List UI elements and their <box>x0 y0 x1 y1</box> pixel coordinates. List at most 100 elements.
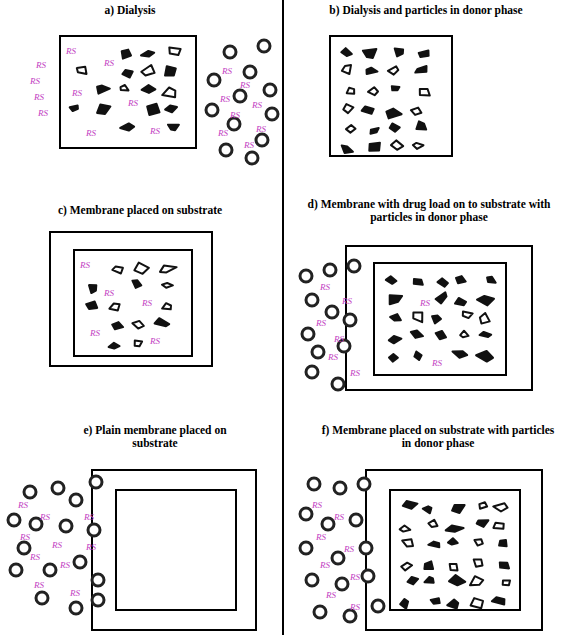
membrane-square <box>116 490 236 610</box>
drug-crystal <box>386 109 401 119</box>
drug-crystal <box>436 292 447 303</box>
drug-crystal <box>487 277 496 283</box>
rs-label: RS <box>350 602 360 612</box>
drug-crystal <box>342 65 351 74</box>
drug-crystal <box>109 343 120 349</box>
rs-label: RS <box>256 124 266 134</box>
rs-label: RS <box>240 80 250 90</box>
drug-crystal <box>390 295 402 304</box>
particle-circle <box>208 74 220 86</box>
drug-crystal <box>479 502 487 509</box>
drug-crystal <box>450 564 458 570</box>
drug-crystal <box>500 562 509 568</box>
rs-label: RS <box>334 512 344 522</box>
particle-circle <box>332 552 344 564</box>
rs-label: RS <box>20 532 30 542</box>
particle-circle <box>350 514 362 526</box>
particle-circle <box>264 84 276 96</box>
drug-crystal <box>368 87 378 95</box>
drug-crystal <box>452 505 465 513</box>
drug-crystal <box>499 540 507 546</box>
drug-crystal <box>414 279 423 285</box>
particle-circle <box>44 564 56 576</box>
rs-label: RS <box>252 100 262 110</box>
drug-crystal <box>480 313 490 324</box>
drug-crystal <box>70 105 78 111</box>
particle-circle <box>74 556 86 568</box>
drug-crystal <box>428 520 437 527</box>
drug-crystal <box>132 321 143 329</box>
particle-circle <box>322 518 334 530</box>
particle-circle <box>362 570 374 582</box>
substrate-square <box>366 470 542 630</box>
drug-crystal <box>388 66 398 74</box>
rs-label: RS <box>38 108 48 118</box>
drug-crystal <box>493 503 507 511</box>
particle-circle <box>92 594 104 606</box>
drug-crystal <box>432 316 441 324</box>
rs-label: RS <box>316 318 326 328</box>
drug-crystal <box>453 351 468 358</box>
rs-label: RS <box>420 298 430 308</box>
drug-crystal <box>408 577 419 584</box>
drug-crystal <box>392 86 400 90</box>
drug-crystal <box>423 506 432 513</box>
drug-crystal <box>369 143 380 151</box>
drug-crystal <box>474 539 482 545</box>
particle-circle <box>336 578 348 590</box>
rs-label: RS <box>18 500 28 510</box>
rs-label: RS <box>34 92 44 102</box>
drug-crystal <box>160 266 177 273</box>
drug-crystal <box>446 526 464 532</box>
particle-circle <box>90 476 102 488</box>
drug-crystal <box>97 105 110 115</box>
drug-crystal <box>419 50 429 57</box>
particle-circle <box>348 260 360 272</box>
panel-title: c) Membrane placed on substrate <box>8 204 272 217</box>
drug-crystal <box>112 266 123 273</box>
particle-circle <box>324 264 336 276</box>
rs-label: RS <box>70 588 80 598</box>
rs-label: RS <box>84 512 94 522</box>
drug-crystal <box>134 263 149 274</box>
drug-crystal <box>460 331 468 338</box>
drug-crystal <box>401 563 412 571</box>
drug-crystal <box>477 296 494 306</box>
particle-circle <box>334 482 346 494</box>
rs-label: RS <box>320 282 330 292</box>
drug-crystal <box>367 68 378 74</box>
particle-circle <box>308 478 320 490</box>
panel-title: a) Dialysis <box>20 4 240 17</box>
rs-label: RS <box>218 128 228 138</box>
drug-crystal <box>342 146 353 154</box>
drug-crystal <box>389 354 398 362</box>
rs-label: RS <box>150 336 160 346</box>
rs-label: RS <box>128 98 138 108</box>
drug-crystal <box>471 598 483 608</box>
drug-crystal <box>120 123 134 130</box>
rs-label: RS <box>150 126 160 136</box>
drug-crystal <box>503 580 510 585</box>
rs-label: RS <box>220 94 230 104</box>
substrate-square <box>346 246 532 390</box>
drug-crystal <box>400 599 408 609</box>
particle-circle <box>24 486 36 498</box>
drug-crystal <box>415 66 426 73</box>
drug-crystal <box>390 314 401 321</box>
drug-crystal <box>395 49 403 57</box>
drug-crystal <box>492 597 505 604</box>
particle-circle <box>88 524 100 536</box>
membrane-square <box>60 36 196 148</box>
rs-label: RS <box>66 46 76 56</box>
rs-label: RS <box>432 358 442 368</box>
rs-label: RS <box>90 328 100 338</box>
rs-label: RS <box>350 368 360 378</box>
rs-label: RS <box>30 552 40 562</box>
drug-crystal <box>463 312 473 319</box>
particle-circle <box>70 602 82 614</box>
drug-crystal <box>347 88 355 94</box>
drug-crystal <box>168 125 179 131</box>
particle-circle <box>300 508 312 520</box>
rs-label: RS <box>326 590 336 600</box>
